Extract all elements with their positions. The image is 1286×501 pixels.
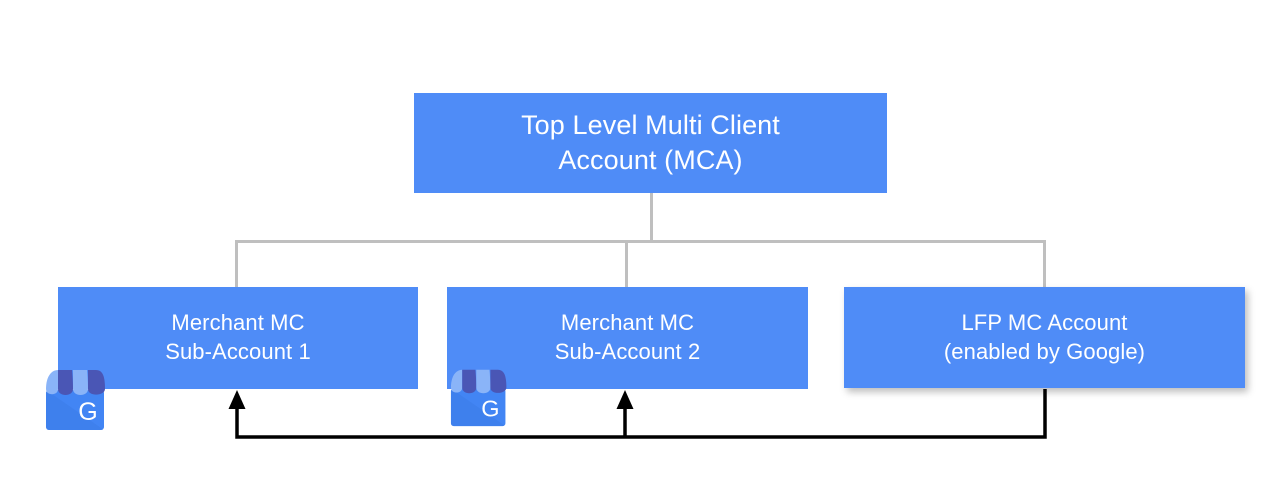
arrowhead-sub2 bbox=[616, 390, 634, 409]
store-icon-g-glyph: G bbox=[78, 398, 97, 426]
connector-drop-sub2 bbox=[625, 240, 628, 288]
node-top-level-mca-label: Top Level Multi Client Account (MCA) bbox=[521, 109, 780, 175]
node-top-level-mca[interactable]: Top Level Multi Client Account (MCA) bbox=[414, 93, 887, 193]
connector-drop-sub1 bbox=[235, 240, 238, 288]
store-icon-g-glyph: G bbox=[481, 396, 499, 422]
google-my-business-store-icon: G bbox=[450, 369, 507, 427]
node-merchant-sub-account-2[interactable]: Merchant MC Sub-Account 2 bbox=[447, 287, 808, 389]
node-lfp-mc-account[interactable]: LFP MC Account (enabled by Google) bbox=[844, 287, 1245, 388]
node-merchant-sub-account-2-label: Merchant MC Sub-Account 2 bbox=[554, 310, 701, 364]
connector-root-stem bbox=[650, 193, 653, 242]
arrowhead-sub1 bbox=[228, 390, 246, 409]
connector-drop-lfp bbox=[1043, 240, 1046, 288]
node-merchant-sub-account-1-label: Merchant MC Sub-Account 1 bbox=[165, 310, 311, 364]
connector-horizontal-bus bbox=[235, 240, 1046, 243]
node-merchant-sub-account-1[interactable]: Merchant MC Sub-Account 1 bbox=[58, 287, 418, 389]
google-my-business-store-icon: G bbox=[46, 370, 105, 430]
node-lfp-mc-account-label: LFP MC Account (enabled by Google) bbox=[943, 309, 1146, 364]
feed-path-to-sub1 bbox=[235, 389, 1047, 439]
